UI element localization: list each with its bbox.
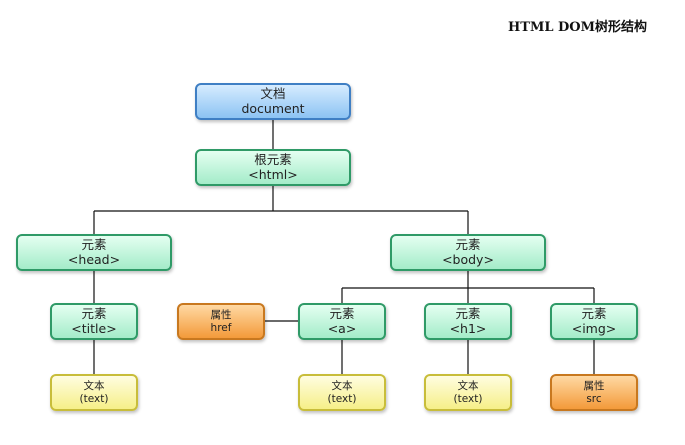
node-a-tag: <a>: [327, 320, 357, 336]
node-head: 元素 <head>: [16, 234, 172, 271]
node-document-tag: document: [241, 100, 305, 116]
node-h1: 元素 <h1>: [424, 303, 512, 340]
node-head-label: 元素: [81, 237, 107, 253]
node-html: 根元素 <html>: [195, 149, 351, 186]
node-text-title-label: 文本: [83, 380, 105, 393]
node-img: 元素 <img>: [550, 303, 638, 340]
node-text-h1-label: 文本: [457, 380, 479, 393]
node-href-tag: href: [210, 321, 232, 334]
node-h1-label: 元素: [455, 306, 481, 322]
diagram-title: HTML DOM树形结构: [508, 20, 648, 35]
node-body-tag: <body>: [442, 251, 494, 267]
node-text-title-tag: (text): [79, 392, 109, 405]
node-h1-tag: <h1>: [449, 320, 487, 336]
node-img-label: 元素: [581, 306, 607, 322]
node-document-label: 文档: [260, 86, 286, 102]
node-img-tag: <img>: [571, 320, 617, 336]
node-title: 元素 <title>: [50, 303, 138, 340]
node-head-tag: <head>: [67, 251, 121, 267]
node-html-tag: <html>: [248, 166, 298, 182]
node-a: 元素 <a>: [298, 303, 386, 340]
node-attr-href: 属性 href: [177, 303, 265, 340]
node-text-h1: 文本 (text): [424, 374, 512, 411]
node-src-label: 属性: [583, 380, 605, 393]
node-src-tag: src: [586, 392, 602, 405]
node-text-a-label: 文本: [331, 380, 353, 393]
node-body: 元素 <body>: [390, 234, 546, 271]
node-document: 文档 document: [195, 83, 351, 120]
node-body-label: 元素: [455, 237, 481, 253]
node-a-label: 元素: [329, 306, 355, 322]
node-text-a: 文本 (text): [298, 374, 386, 411]
node-text-title: 文本 (text): [50, 374, 138, 411]
node-title-label: 元素: [81, 306, 107, 322]
node-attr-src: 属性 src: [550, 374, 638, 411]
node-text-h1-tag: (text): [453, 392, 483, 405]
node-text-a-tag: (text): [327, 392, 357, 405]
node-href-label: 属性: [210, 309, 232, 322]
node-title-tag: <title>: [71, 320, 117, 336]
node-html-label: 根元素: [254, 152, 292, 168]
